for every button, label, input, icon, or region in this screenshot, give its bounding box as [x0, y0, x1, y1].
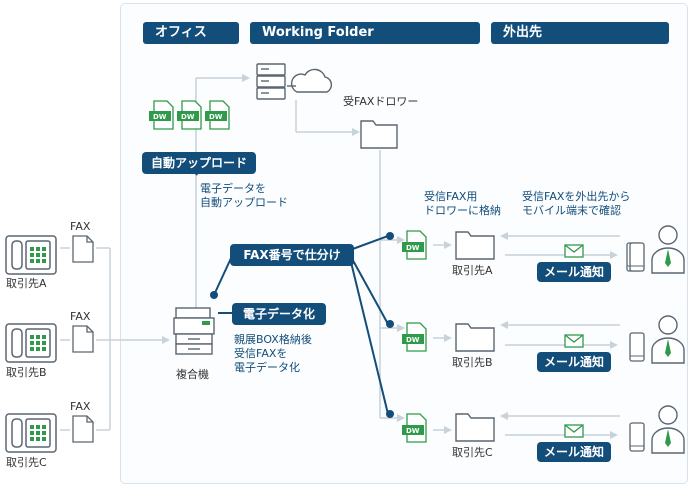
digitize-pill: 電子データ化: [232, 303, 326, 325]
folder-b-label: 取引先B: [452, 356, 493, 369]
folder-a-label: 取引先A: [452, 264, 493, 277]
mobile-caption: 受信FAXを外出先から モバイル端末で確認: [522, 190, 631, 217]
header-external-label: 外出先: [503, 25, 543, 40]
folder-c-label: 取引先C: [452, 446, 493, 459]
digitize-caption: 親展BOX格納後 受信FAXを 電子データ化: [234, 333, 312, 374]
fax-machine-icon: [5, 413, 57, 453]
mail-notify-pill: メール通知: [537, 442, 611, 462]
document-icon: [72, 415, 94, 443]
document-icon: [72, 235, 94, 263]
dw-tag: DW: [406, 427, 420, 435]
dw-document-icon: DW: [402, 322, 427, 352]
mail-notify-pill: メール通知: [537, 262, 611, 282]
fax-label: FAX: [70, 400, 91, 413]
header-working-folder-label: Working Folder: [262, 25, 374, 40]
server-cloud-icon: [256, 63, 333, 100]
folder-icon: [455, 413, 495, 442]
client-c-label: 取引先C: [6, 456, 47, 469]
dw-tag: DW: [406, 244, 420, 252]
fax-sort-pill: FAX番号で仕分け: [230, 244, 354, 266]
mfp-icon: [173, 307, 215, 355]
mail-icon: [564, 334, 584, 348]
header-office: オフィス: [143, 22, 239, 44]
dw-tag: DW: [406, 336, 420, 344]
dw-tag: DW: [153, 113, 167, 121]
fax-drawer-caption: 受信FAX用 ドロワーに格納: [424, 190, 501, 217]
drawer-label: 受FAXドロワー: [343, 95, 419, 108]
auto-upload-caption: 電子データを 自動アップロード: [200, 182, 288, 209]
fax-machine-icon: [5, 235, 57, 275]
mail-icon: [564, 424, 584, 438]
header-working-folder: Working Folder: [250, 22, 480, 44]
mfp-label: 複合機: [176, 368, 209, 381]
fax-machine-icon: [5, 323, 57, 363]
fax-label: FAX: [70, 220, 91, 233]
folder-icon: [360, 120, 398, 149]
dw-document-icon: DW: [402, 413, 427, 443]
client-a-label: 取引先A: [6, 277, 47, 290]
dw-document-icon: DW: [402, 230, 427, 260]
header-office-label: オフィス: [155, 25, 207, 40]
auto-upload-pill: 自動アップロード: [142, 152, 256, 174]
document-icon: [72, 325, 94, 353]
person-icon: [629, 225, 685, 274]
client-b-label: 取引先B: [6, 366, 47, 379]
dw-documents-icon: DW DW DW: [149, 100, 230, 130]
header-external: 外出先: [491, 22, 669, 44]
folder-icon: [455, 231, 495, 260]
mail-icon: [564, 244, 584, 258]
person-icon: [629, 315, 685, 364]
dw-tag: DW: [209, 113, 223, 121]
person-icon: [629, 405, 685, 454]
mail-notify-pill: メール通知: [537, 352, 611, 372]
dw-tag: DW: [181, 113, 195, 121]
folder-icon: [455, 323, 495, 352]
fax-label: FAX: [70, 310, 91, 323]
